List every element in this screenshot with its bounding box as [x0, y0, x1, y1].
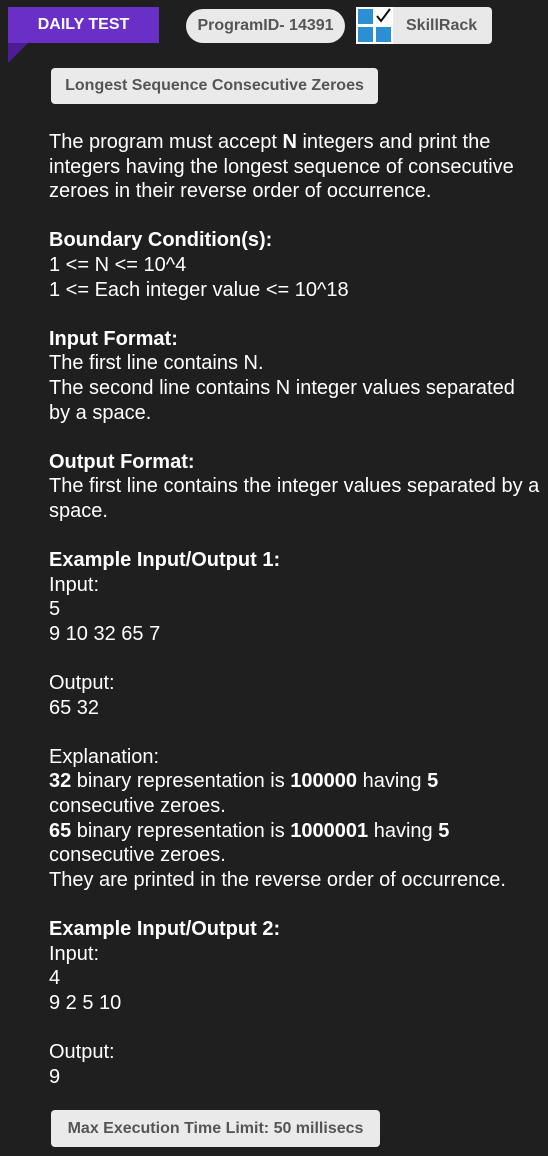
example-1-explanation-1: 32 binary representation is 100000 havin… — [49, 770, 439, 818]
input-format-line-1: The first line contains N. — [49, 352, 264, 375]
example-1-explanation-label: Explanation: — [49, 745, 160, 768]
boundary-heading: Boundary Condition(s): — [49, 229, 273, 252]
example-2-output-label: Output: — [49, 1040, 115, 1063]
brand-label: SkillRack — [406, 17, 478, 34]
skillrack-brand[interactable]: SkillRack — [356, 7, 492, 44]
output-format-heading: Output Format: — [49, 450, 195, 473]
example-2-input-line-2: 9 2 5 10 — [49, 991, 122, 1014]
problem-title: Longest Sequence Consecutive Zeroes — [51, 68, 378, 104]
input-format-heading: Input Format: — [49, 327, 178, 350]
program-id-badge: ProgramID- 14391 — [186, 9, 345, 43]
time-limit-badge: Max Execution Time Limit: 50 millisecs — [51, 1110, 380, 1147]
example-1-heading: Example Input/Output 1: — [49, 549, 281, 572]
output-format-line-1: The first line contains the integer valu… — [49, 475, 540, 522]
daily-test-badge: DAILY TEST — [8, 7, 159, 43]
example-2-input-label: Input: — [49, 942, 100, 965]
example-2-output-line-1: 9 — [49, 1065, 61, 1088]
problem-description: The program must accept N integers and p… — [49, 131, 514, 203]
boundary-line-1: 1 <= N <= 10^4 — [49, 253, 187, 276]
example-2-heading: Example Input/Output 2: — [49, 918, 281, 940]
input-format-line-2: The second line contains N integer value… — [49, 376, 515, 424]
problem-content: The program must accept N integers and p… — [49, 130, 541, 1089]
example-1-input-label: Input: — [49, 573, 100, 596]
example-1-input-line-1: 5 — [49, 598, 61, 621]
example-1-input-line-2: 9 10 32 65 7 — [49, 622, 161, 645]
example-1-output-label: Output: — [49, 672, 115, 695]
example-1-output-line-1: 65 32 — [49, 696, 100, 719]
example-1-explanation-3: They are printed in the reverse order of… — [49, 868, 506, 891]
skillrack-logo-icon — [356, 7, 393, 44]
example-2-input-line-1: 4 — [49, 967, 61, 990]
badge-ribbon-tail — [8, 43, 28, 63]
example-1-explanation-2: 65 binary representation is 1000001 havi… — [49, 819, 450, 867]
boundary-line-2: 1 <= Each integer value <= 10^18 — [49, 278, 349, 301]
